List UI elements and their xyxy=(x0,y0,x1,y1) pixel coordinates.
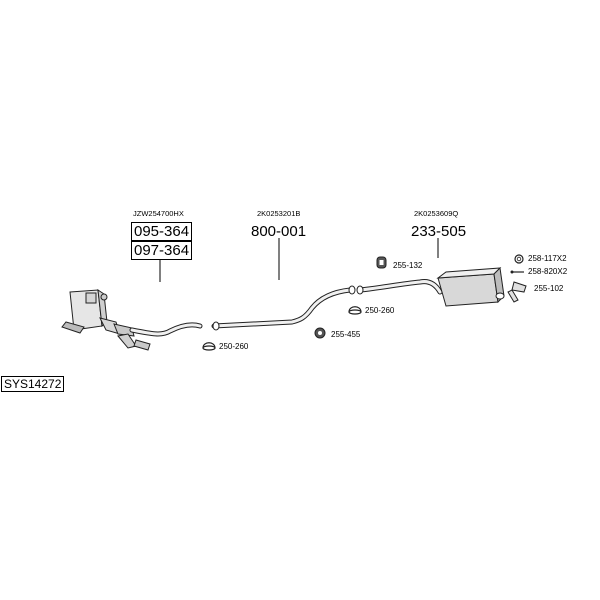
rear-pipe-fill xyxy=(358,280,442,294)
rubber-mount-drawing xyxy=(314,327,326,339)
clamp-middle-drawing xyxy=(348,306,362,315)
bolt-drawing xyxy=(514,254,524,264)
screw-label[interactable]: 258-820X2 xyxy=(528,267,568,276)
hanger-top-drawing xyxy=(376,256,387,269)
rear-silencer-drawing xyxy=(436,266,505,307)
rear-part-label[interactable]: 233-505 xyxy=(411,223,467,240)
front-pipe-fill xyxy=(130,323,202,336)
rear-ref-label: 2K0253609Q xyxy=(414,209,459,218)
system-code-label: SYS14272 xyxy=(1,376,65,392)
bracket-label[interactable]: 255-102 xyxy=(534,284,564,293)
bolt-label[interactable]: 258-117X2 xyxy=(528,254,567,263)
middle-part-label[interactable]: 800-001 xyxy=(251,223,307,240)
front-part-label-1[interactable]: 095-364 xyxy=(131,222,193,241)
clamp-front-drawing xyxy=(202,342,216,351)
middle-pipe-fill xyxy=(212,288,352,328)
front-catalyst-drawing xyxy=(61,288,151,351)
clamp-middle-label[interactable]: 250-260 xyxy=(365,306,395,315)
clamp-front-label[interactable]: 250-260 xyxy=(219,342,249,351)
screw-drawing xyxy=(510,270,524,274)
front-ref-label: JZW254700HX xyxy=(133,209,184,218)
middle-ref-label: 2K0253201B xyxy=(257,209,301,218)
bracket-drawing xyxy=(507,281,527,303)
hanger-top-label[interactable]: 255-132 xyxy=(393,261,423,270)
front-part-label-2[interactable]: 097-364 xyxy=(131,241,193,260)
rubber-mount-label[interactable]: 255-455 xyxy=(331,330,361,339)
